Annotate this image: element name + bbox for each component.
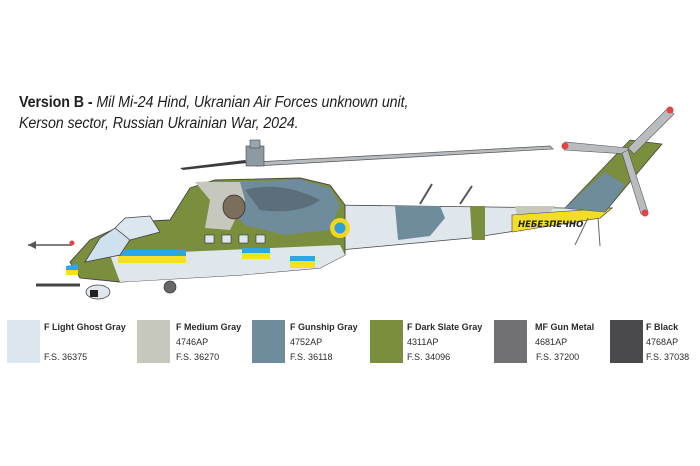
paint-name: F Light Ghost Gray bbox=[44, 322, 126, 333]
paint-fs-number: F.S. 36270 bbox=[176, 352, 220, 363]
caption-line-2: Kerson sector, Russian Ukrainian War, 20… bbox=[19, 115, 299, 132]
color-chip bbox=[610, 320, 643, 363]
paint-fs-number: F.S. 37038 bbox=[646, 352, 690, 363]
caption-line-1: Version B - Mil Mi-24 Hind, Ukranian Air… bbox=[19, 92, 415, 113]
caption-description: Mil Mi-24 Hind, Ukranian Air Forces unkn… bbox=[92, 94, 409, 111]
color-chip bbox=[494, 320, 527, 363]
version-label: Version B - bbox=[19, 94, 93, 111]
color-chip bbox=[252, 320, 285, 363]
mi24-helicopter-illustration: НЕБЕЗПЕЧНО bbox=[28, 106, 675, 300]
color-chip bbox=[7, 320, 40, 363]
paint-fs-number: F.S. 36118 bbox=[290, 352, 333, 363]
paint-fs-number: F.S. 34096 bbox=[407, 352, 451, 363]
paint-code: 4311AP bbox=[407, 337, 439, 348]
tail-boom: НЕБЕЗПЕЧНО bbox=[329, 183, 614, 251]
paint-code: 4681AP bbox=[535, 337, 568, 348]
paint-code: 4752AP bbox=[290, 337, 323, 348]
paint-code: 4746AP bbox=[176, 337, 209, 348]
paint-name: MF Gun Metal bbox=[535, 322, 595, 333]
version-caption: Version B - Mil Mi-24 Hind, Ukranian Air… bbox=[19, 92, 415, 134]
paint-name: F Gunship Gray bbox=[290, 322, 358, 333]
paint-name: F Black bbox=[646, 322, 679, 333]
cockpit bbox=[66, 215, 161, 275]
paint-name: F Dark Slate Gray bbox=[407, 322, 483, 333]
nose-probe-icon bbox=[28, 240, 177, 300]
main-rotor-icon bbox=[180, 139, 554, 170]
paint-fs-number: F.S. 37200 bbox=[536, 352, 580, 363]
paint-name: F Medium Gray bbox=[176, 322, 242, 333]
color-chip bbox=[137, 320, 170, 363]
tail-rotor-icon bbox=[561, 106, 675, 217]
paint-fs-number: F.S. 36375 bbox=[44, 352, 88, 363]
tail-fin bbox=[564, 139, 663, 247]
paint-code: 4768AP bbox=[646, 337, 679, 348]
fuselage bbox=[69, 177, 350, 283]
color-chip bbox=[370, 320, 403, 363]
tail-warning-text: НЕБЕЗПЕЧНО bbox=[518, 220, 583, 230]
roundel-inner bbox=[334, 222, 346, 234]
